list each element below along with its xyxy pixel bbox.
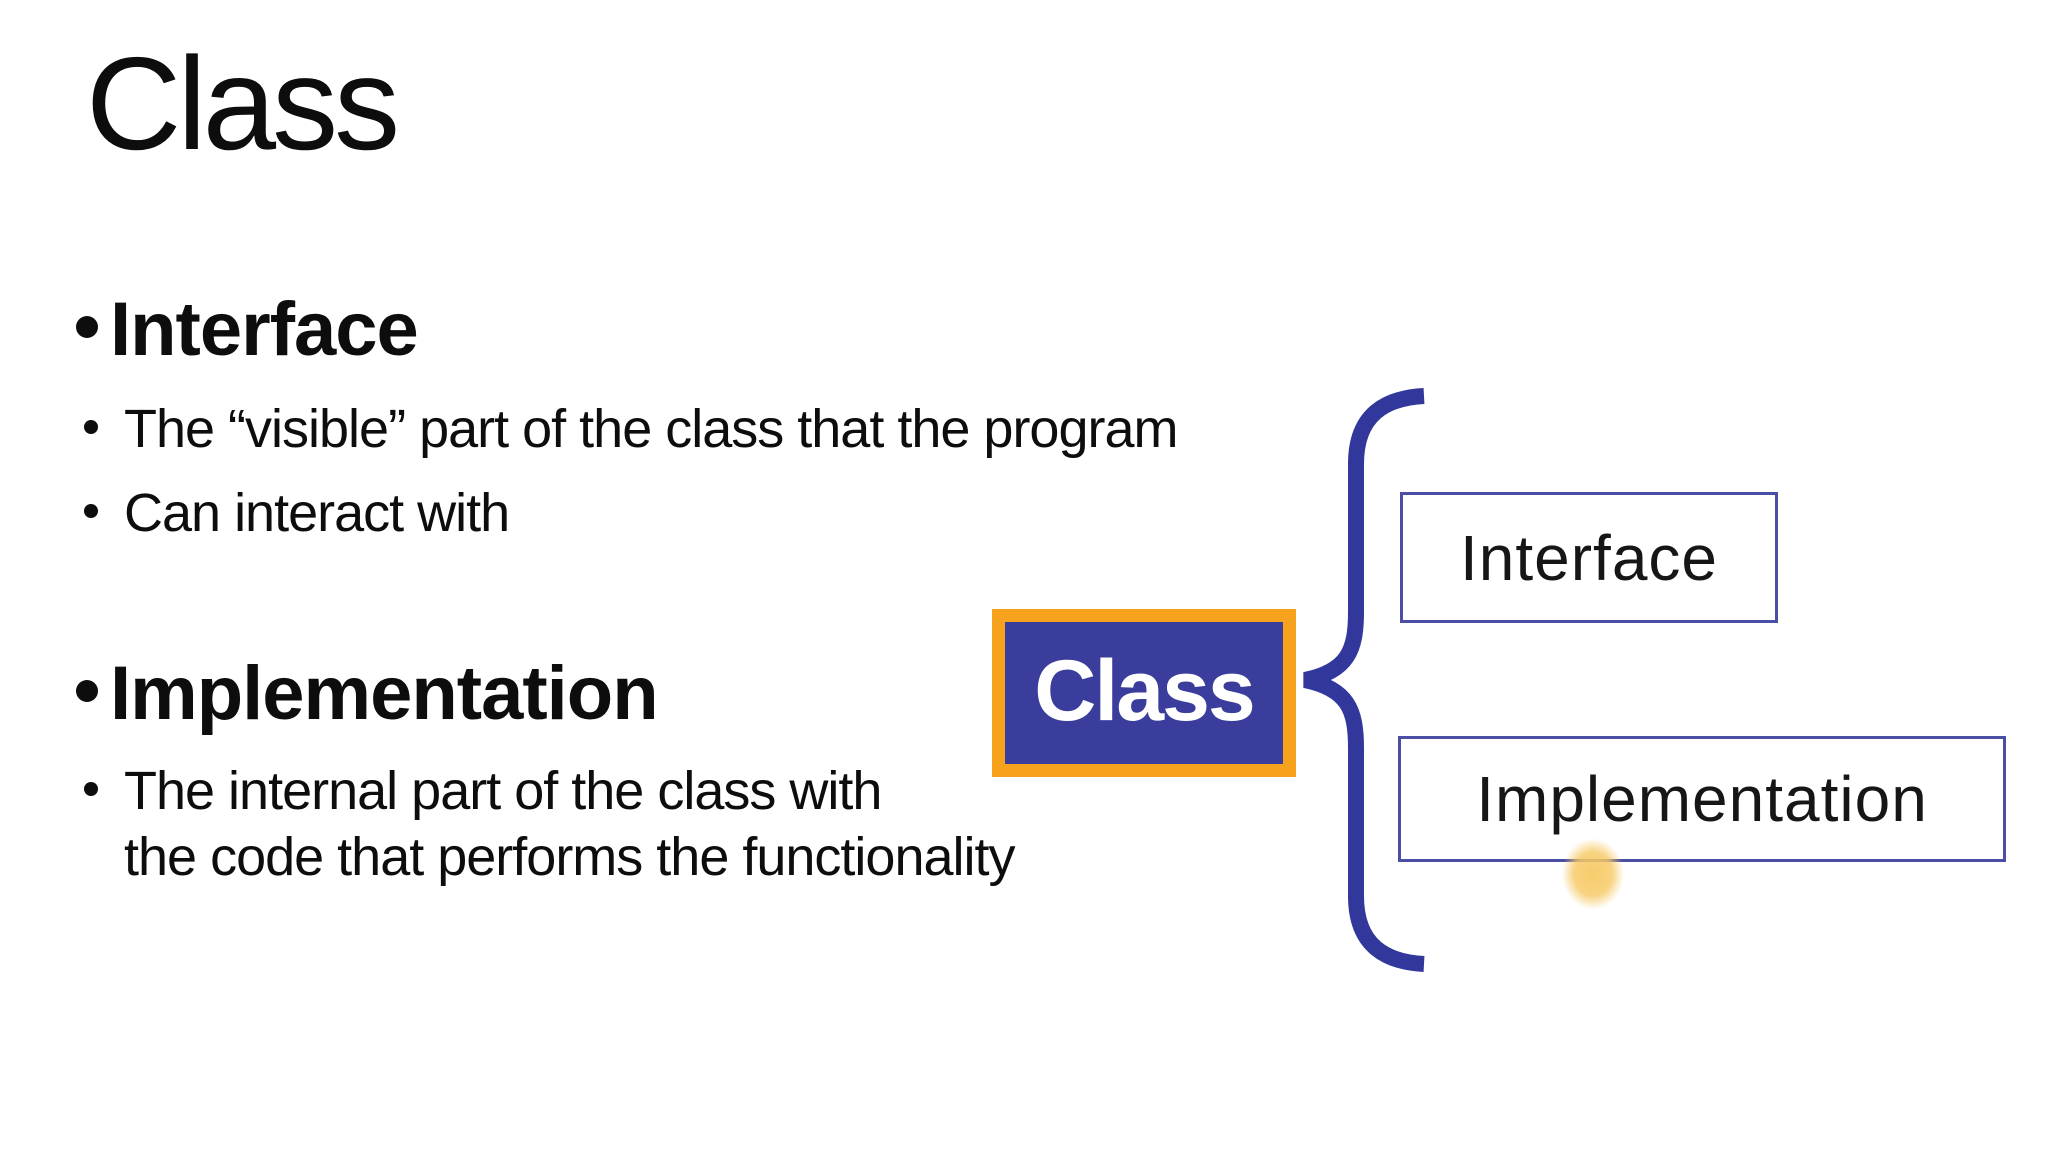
bullet-interface-sub1: The “visible” part of the class that the… (84, 396, 1178, 462)
bullet-interface-heading: Interface (76, 287, 419, 372)
bullet-sub-text: The “visible” part of the class that the… (124, 399, 1178, 459)
bullet-implementation-sub: The internal part of the class with the … (84, 758, 1016, 890)
diagram-class-box: Class (992, 609, 1296, 777)
bullet-dot-icon (84, 504, 98, 518)
bullet-interface-sub2: Can interact with (84, 480, 510, 546)
diagram-implementation-box: Implementation (1398, 736, 2006, 862)
bullet-heading-text: Implementation (110, 651, 659, 736)
bullet-implementation-heading: Implementation (76, 651, 659, 736)
bullet-dot-icon (76, 680, 98, 702)
implementation-box-label: Implementation (1476, 763, 1928, 835)
bullet-sub-text: Can interact with (124, 483, 510, 543)
highlight-dot-icon (1551, 826, 1635, 922)
bullet-sub-text: The internal part of the class with the … (124, 761, 1016, 887)
bullet-dot-icon (76, 316, 98, 338)
curly-brace-icon (1303, 388, 1425, 972)
diagram-interface-box: Interface (1400, 492, 1778, 623)
interface-box-label: Interface (1459, 521, 1719, 594)
bullet-dot-icon (84, 782, 98, 796)
bullet-heading-text: Interface (110, 287, 419, 372)
slide-title: Class (86, 30, 400, 177)
class-box-label: Class (1034, 642, 1255, 739)
bullet-dot-icon (84, 420, 98, 434)
